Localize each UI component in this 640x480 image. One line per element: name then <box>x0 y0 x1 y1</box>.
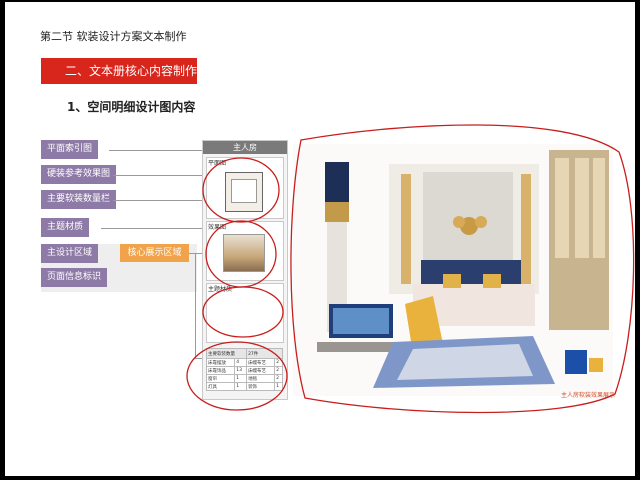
connector-line <box>195 253 196 358</box>
annotation-circle <box>202 157 280 223</box>
nav-item-hard-reference[interactable]: 硬装参考效果图 <box>41 165 117 184</box>
bedroom-render-image <box>293 144 613 396</box>
annotation-circle <box>205 220 277 288</box>
connector-line <box>113 200 202 201</box>
slide: 第二节 软装设计方案文本制作 二、文本册核心内容制作 1、空间明细设计图内容 平… <box>5 2 635 476</box>
annotation-circle <box>186 341 288 411</box>
render-thumbnail <box>223 234 265 272</box>
nav-item-material[interactable]: 主题材质 <box>41 218 90 237</box>
nav-item-main-area[interactable]: 主设计区域 <box>41 244 99 263</box>
table-cell: 灯具 <box>205 382 236 391</box>
floor-plan-label: 平面图 <box>208 160 227 167</box>
nav-item-floor-index[interactable]: 平面索引图 <box>41 140 99 159</box>
connector-line <box>101 228 202 229</box>
subsection-title: 1、空间明细设计图内容 <box>67 100 196 114</box>
nav-item-page-info[interactable]: 页面信息标识 <box>41 268 108 287</box>
table-cell: 1 <box>274 382 283 391</box>
panel-title: 主人房 <box>203 141 287 154</box>
core-display-button[interactable]: 核心展示区域 <box>120 244 189 262</box>
nav-item-soft-quantity[interactable]: 主要软装数量栏 <box>41 190 117 209</box>
annotation-circle <box>290 124 635 414</box>
render-caption: 主人房软装效果展示 <box>561 392 616 399</box>
annotation-overlay <box>186 124 635 414</box>
connector-line <box>195 358 202 359</box>
material-label: 主题材质 <box>208 286 233 293</box>
annotation-circle <box>202 286 284 338</box>
material-section <box>206 283 284 343</box>
section-title-bar: 二、文本册核心内容制作 <box>41 58 197 84</box>
render-label: 效果图 <box>208 224 227 231</box>
connector-line <box>109 150 202 151</box>
floor-plan-thumbnail <box>225 172 263 212</box>
connector-line <box>113 175 202 176</box>
table-cell: 装饰 <box>246 382 276 391</box>
chapter-title: 第二节 软装设计方案文本制作 <box>40 30 187 43</box>
